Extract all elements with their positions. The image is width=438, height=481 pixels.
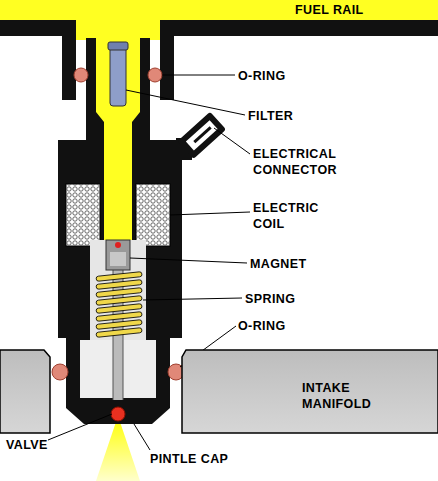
manifold-wall: [182, 350, 438, 433]
node-text: FUEL RAIL: [295, 2, 438, 18]
leader-line: [143, 298, 242, 300]
socket-wall: [160, 18, 174, 100]
filter-cap: [108, 42, 128, 50]
valve-ball: [111, 407, 125, 421]
o-ring: [52, 364, 68, 380]
fuel-channel: [96, 38, 140, 240]
o-ring: [74, 68, 88, 82]
connector-socket: [186, 120, 218, 150]
fuel-spray: [96, 416, 140, 481]
coil-winding: [136, 184, 170, 246]
rail-wall: [160, 18, 438, 36]
connector-pin: [194, 127, 210, 142]
connector-housing: [177, 112, 226, 159]
fuel-in-socket: [76, 18, 160, 40]
part-label: MAGNET: [250, 256, 330, 272]
magnet-dot: [115, 242, 121, 248]
magnet-highlight: [110, 252, 126, 266]
coil-winding: [66, 184, 100, 246]
part-label: SPRING: [245, 291, 325, 307]
coil-winding: [66, 184, 100, 246]
leader-line: [126, 90, 245, 115]
injector-body: [58, 38, 182, 405]
manifold-block: INTAKE MANIFOLD: [170, 348, 438, 435]
coil-winding: [136, 184, 170, 246]
pintle-cap: [66, 400, 170, 424]
magnet-armature: [106, 240, 130, 270]
leader-line: [134, 424, 150, 450]
needle-rod: [113, 268, 123, 404]
manifold-wall: [0, 350, 50, 433]
part-label: ELECTRIC COIL: [253, 200, 333, 232]
part-label: O-RING: [238, 318, 318, 334]
leader-line: [48, 414, 112, 440]
o-ring: [148, 68, 162, 82]
spring-coil: [96, 328, 142, 338]
part-label: ELECTRICAL CONNECTOR: [253, 146, 368, 178]
socket-wall: [62, 18, 76, 100]
part-label: VALVE: [6, 437, 66, 453]
part-label: O-RING: [238, 68, 318, 84]
leader-line: [214, 128, 250, 154]
filter-element: [110, 44, 126, 106]
part-label: FILTER: [248, 108, 328, 124]
node-text: INTAKE MANIFOLD: [302, 380, 397, 412]
leader-line: [162, 75, 235, 76]
leader-line: [170, 212, 250, 215]
inner-cavity: [90, 240, 146, 340]
leader-line: [130, 258, 247, 263]
fuel-rail-band: FUEL RAIL: [0, 0, 438, 20]
part-label: PINTLE CAP: [150, 451, 260, 467]
